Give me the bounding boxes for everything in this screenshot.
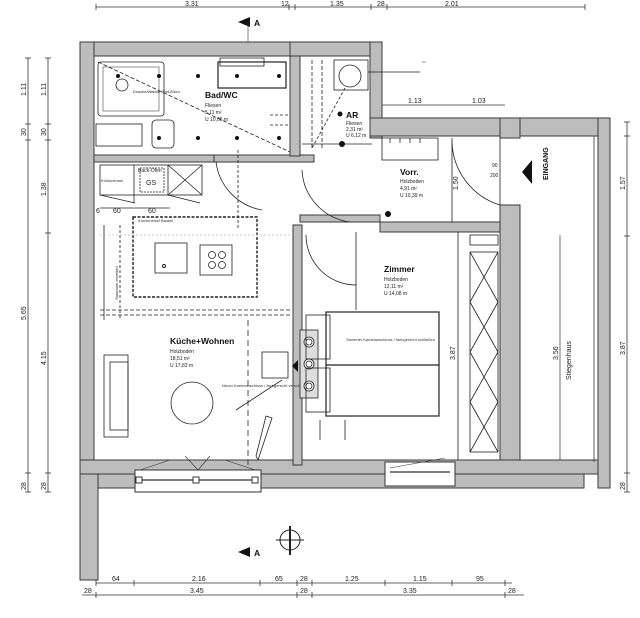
dim-right-4: 3.87 (620, 341, 627, 355)
dim-right-2: 1.57 (620, 176, 627, 190)
toilet (151, 119, 175, 149)
room-area-ar: 2,31 m² (346, 127, 363, 133)
shaft-note-icon: ▭ (422, 59, 426, 64)
shower-tray (97, 61, 165, 117)
room-floor-zimmer: Holzboden (384, 277, 408, 283)
dim-bottom2-3: 28 (300, 588, 308, 595)
room-name-vorr: Vorr. (400, 167, 419, 177)
fridge-label: Kühlschrank (101, 178, 123, 183)
bottom-dimension-lines (82, 580, 524, 598)
window-zimmer (384, 457, 456, 487)
kitchen-island (132, 216, 258, 298)
shower-label: Dusche/Wanne 90x120cm (133, 89, 180, 94)
section-arrow-bottom-icon (238, 547, 250, 557)
room-area-kueche: 18,51 m² (170, 356, 190, 362)
room-area-bad: 5,11 m² (205, 110, 222, 116)
top-dimension-line (95, 4, 586, 10)
dim-left-5b: 28 (41, 482, 48, 490)
room-perimeter-vorr: U 10,39 m (400, 193, 423, 199)
dim-left-1: 1.11 (21, 83, 28, 96)
dim-left-2b: 30 (41, 128, 48, 136)
dim-left-3b: 1.38 (41, 182, 48, 196)
room-perimeter-bad: U 10,05 m (205, 117, 228, 123)
chimney-flues (299, 329, 319, 399)
sofa (103, 354, 129, 438)
dim-bottom-7: 95 (476, 576, 484, 583)
dim-bottom2-5: 28 (508, 588, 516, 595)
dim-bottom-4: 28 (300, 576, 308, 583)
stairwell-label: Stiegenhaus (566, 341, 573, 380)
room-name-zimmer: Zimmer (384, 264, 415, 274)
dim-bottom-5: 1.25 (345, 576, 359, 583)
section-arrow-icon (238, 17, 250, 27)
walls (79, 41, 611, 581)
dim-left-4: 5.65 (21, 306, 28, 320)
dim-left-4b: 4.15 (41, 351, 48, 365)
left-dimension-lines (25, 57, 51, 493)
ar-storage (302, 59, 420, 150)
dim-bottom2-1: 28 (84, 588, 92, 595)
dim-bottom2-2: 3.45 (190, 588, 204, 595)
cabinet-width-1: 60 (113, 208, 121, 215)
dim-bottom2-4: 3.35 (403, 588, 417, 595)
dim-bottom-6: 1.15 (413, 576, 427, 583)
dim-left-1b: 1.11 (41, 83, 48, 96)
room-area-vorr: 4,91 m² (400, 186, 417, 192)
room-perimeter-zimmer: U 14,08 m (384, 291, 407, 297)
living-furniture (103, 320, 289, 465)
storage-note: Stauraum erweitert (114, 265, 119, 300)
bathroom (95, 57, 291, 153)
vorraum (301, 137, 501, 223)
bed-note: Sanierter Kaminanschluss / fachgerecht s… (346, 337, 435, 342)
dim-left-2: 30 (21, 128, 28, 136)
room-area-zimmer: 12,11 m² (384, 284, 404, 290)
section-label-top: A (254, 18, 260, 28)
dim-bottom-2: 2.16 (192, 576, 206, 583)
window-kitchen (134, 455, 262, 493)
bed (325, 311, 440, 417)
dim-top-4: 28 (377, 1, 385, 8)
room-floor-ar: Fliesen (346, 121, 362, 127)
kitchen-cabinets (99, 150, 290, 320)
room-name-ar: AR (346, 110, 358, 120)
right-dimension-line (624, 121, 630, 493)
dim-top-5: 2.01 (445, 1, 459, 8)
dim-bottom-1: 64 (112, 576, 120, 583)
dim-inner-1: 1.13 (408, 98, 422, 105)
oven-code: GS (146, 180, 156, 187)
dim-left-5: 28 (21, 482, 28, 490)
entrance-label: EINGANG (543, 147, 550, 180)
room-perimeter-kueche: U 17,83 m (170, 363, 193, 369)
dim-vorr-height: 1.50 (453, 176, 460, 190)
north-arrow-icon (276, 526, 304, 555)
dim-inner-2: 1.03 (472, 98, 486, 105)
oven-label: Back-Ofen (138, 168, 162, 174)
chimney-note: Neuer Kaminanschluss / fachgerecht versc… (222, 383, 312, 388)
section-label-bottom: A (254, 548, 260, 558)
dim-bottom-3: 65 (275, 576, 283, 583)
dim-top-3: 1.35 (330, 1, 344, 8)
dim-right-5: 28 (620, 482, 627, 490)
entrance-door-height: 200 (490, 173, 499, 179)
room-floor-kueche: Holzboden (170, 349, 194, 355)
dim-zimmer-height: 3.87 (450, 346, 457, 360)
dim-top-1: 3.31 (185, 1, 199, 8)
room-name-bad: Bad/WC (205, 90, 238, 100)
cabinet-small: 6 (96, 208, 100, 215)
room-floor-vorr: Holzboden (400, 179, 424, 185)
entrance-door-width: 90 (492, 163, 498, 169)
dim-top-2: 12 (281, 1, 289, 8)
dining-table (170, 381, 214, 425)
cabinet-width-2: 60 (148, 208, 156, 215)
dim-stair: 3.56 (553, 346, 560, 360)
flue-arrow-icon (292, 360, 298, 372)
room-name-kueche: Küche+Wohnen (170, 336, 234, 346)
entrance-arrow-icon (522, 160, 532, 184)
island-note: Kücheninsel Bauteil (138, 218, 173, 223)
room-floor-bad: Fliesen (205, 103, 221, 109)
room-perimeter-ar: U 6,12 m (346, 133, 366, 139)
bedroom-furniture (305, 232, 499, 460)
